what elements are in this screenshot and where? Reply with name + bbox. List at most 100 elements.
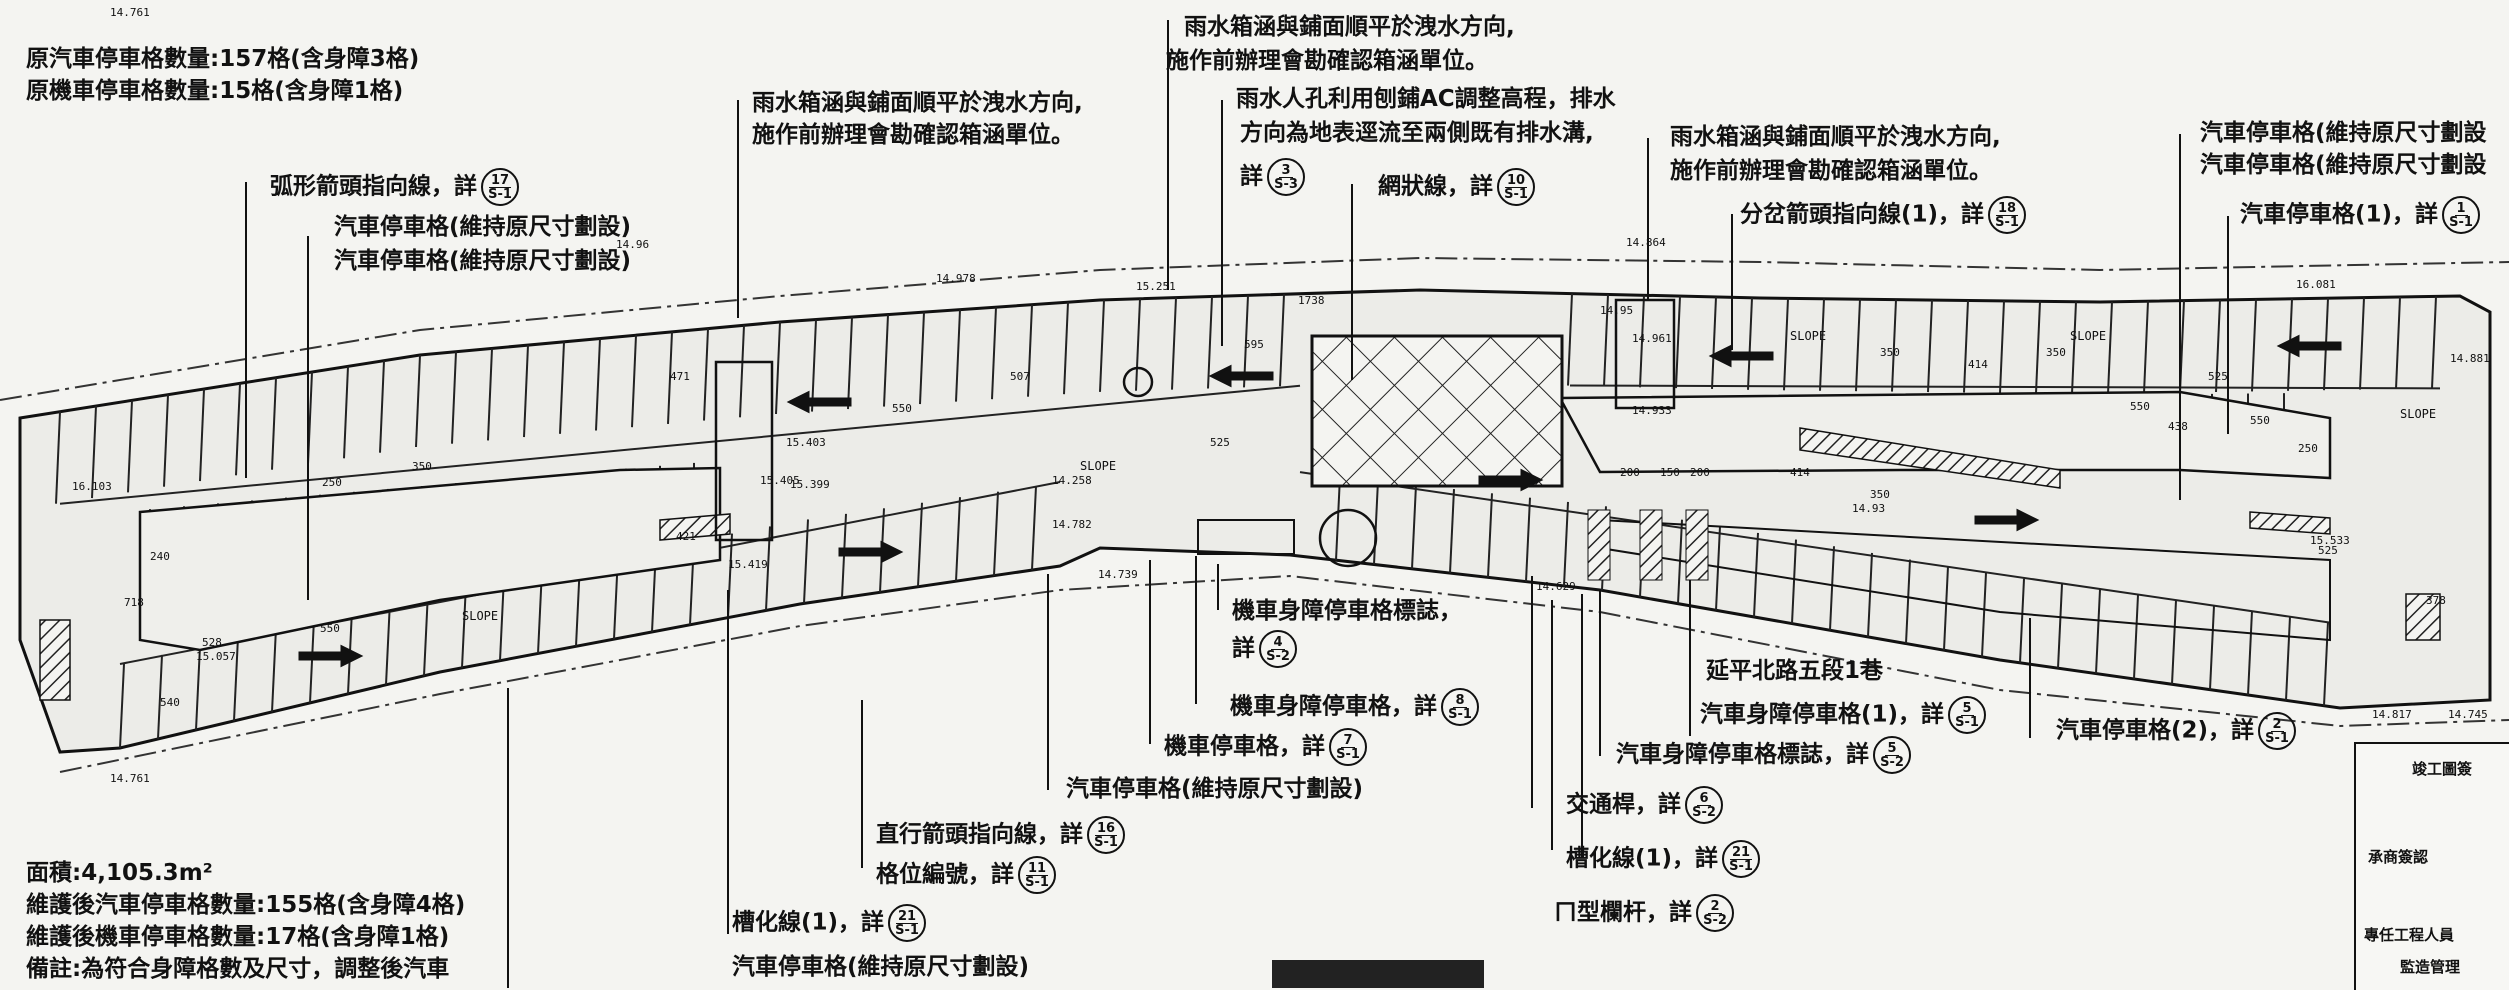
stall-line <box>271 377 277 470</box>
stall-line <box>1207 296 1213 389</box>
accessible-stall-hatch-3 <box>1685 509 1709 581</box>
stall-line <box>127 400 133 493</box>
stall-line <box>703 328 709 421</box>
slope-label: SLOPE <box>2400 407 2436 421</box>
stall-line <box>1027 304 1033 397</box>
travel-arrows <box>298 334 2342 668</box>
car-stall-keep-label-mid: 汽車停車格(維持原尺寸劃設) <box>1066 776 1364 802</box>
elevation-label: 14.629 <box>1536 580 1576 593</box>
stall-line <box>1747 297 1753 390</box>
dimension-label: 550 <box>2130 400 2150 413</box>
elevation-label: 15.533 <box>2310 534 2350 547</box>
stall-line <box>847 317 853 410</box>
dimension-label: 421 <box>676 530 696 543</box>
car-stall-keep-label: 汽車停車格(維持原尺寸劃設) <box>334 248 632 274</box>
motorcycle-stall-row <box>1197 519 1295 555</box>
stall-line <box>1063 302 1069 395</box>
stall-line <box>739 325 745 418</box>
right-middle-island <box>1557 390 2332 480</box>
stall-line <box>2323 621 2329 706</box>
stall-line <box>991 307 997 400</box>
elevation-label: 14.864 <box>1626 236 1666 249</box>
stall-line <box>1639 295 1645 388</box>
moto-accessible-sign-label: 機車身障停車格標誌， <box>1232 598 1462 624</box>
channel-hatch-right-end <box>2405 593 2441 641</box>
stall-line <box>271 627 277 712</box>
direction-arrow <box>786 390 852 414</box>
dimension-label: 150 <box>1660 466 1680 479</box>
stall-line <box>235 383 241 476</box>
stall-line <box>1891 299 1897 392</box>
dimension-label: 240 <box>150 550 170 563</box>
stall-line <box>1943 566 1949 651</box>
culvert-note-right: 施作前辦理會勘確認箱涵單位。 <box>1670 158 1992 184</box>
accessible-stall-hatch-1 <box>1587 509 1611 581</box>
stall-line <box>1783 298 1789 391</box>
stall-back-line <box>1299 471 2331 624</box>
stall-line <box>883 314 889 407</box>
stall-line <box>1855 299 1861 392</box>
stall-line <box>2209 605 2215 690</box>
dimension-label: 595 <box>1244 338 1264 351</box>
stall-line <box>2143 301 2149 394</box>
box-culvert-left <box>714 360 774 542</box>
dimension-label: 528 <box>202 636 222 649</box>
stall-line <box>1411 484 1417 569</box>
direction-arrow <box>838 540 904 564</box>
car-stall-keep-label: 汽車停車格(維持原尺寸劃設) <box>334 214 632 240</box>
channel-hatch-far-right <box>2249 511 2331 535</box>
curb-line-top <box>0 256 2509 401</box>
dimension-label: 507 <box>1010 370 1030 383</box>
elevation-label: 14.961 <box>1632 332 1672 345</box>
stall-line <box>157 654 163 740</box>
stall-line <box>1279 294 1285 387</box>
new-moto-count: 維護後機車停車格數量:17格(含身障1格) <box>26 924 450 950</box>
stall-line <box>1603 294 1609 387</box>
elevation-label: 14.817 <box>2372 708 2412 721</box>
accessible-stall-hatch-2 <box>1639 509 1663 581</box>
stall-line <box>1099 299 1105 392</box>
remark-note: 備註:為符合身障格數及尺寸，調整後汽車 <box>26 956 450 982</box>
stall-line <box>1927 299 1933 393</box>
curb-line-bottom <box>59 574 2509 773</box>
stall-line <box>2359 297 2365 390</box>
stall-line <box>1335 476 1341 561</box>
stall-line <box>2395 296 2401 390</box>
stall-line <box>803 519 809 604</box>
direction-arrow <box>298 644 364 668</box>
original-car-count: 原汽車停車格數量:157格(含身障3格) <box>26 46 420 72</box>
stall-line <box>1905 559 1911 644</box>
stall-line <box>233 636 239 721</box>
stall-line <box>1999 300 2005 393</box>
stall-line <box>595 338 601 431</box>
elevation-label: 14.739 <box>1098 568 1138 581</box>
car-stall-keep-label-right: 汽車停車格(維持原尺寸劃設 <box>2200 120 2487 146</box>
stall-line <box>1963 300 1969 393</box>
dimension-label: 438 <box>2168 420 2188 433</box>
stall-line <box>811 319 817 412</box>
stall-line <box>309 618 315 703</box>
elevation-label: 16.103 <box>72 480 112 493</box>
culvert-note-top: 雨水箱涵與鋪面順平於洩水方向, <box>1184 14 1515 40</box>
title-block-supervisor: 監造管理 <box>2400 958 2461 976</box>
dimension-label: 525 <box>2318 544 2338 557</box>
title-block-head: 竣工圖簽 <box>2412 760 2473 778</box>
